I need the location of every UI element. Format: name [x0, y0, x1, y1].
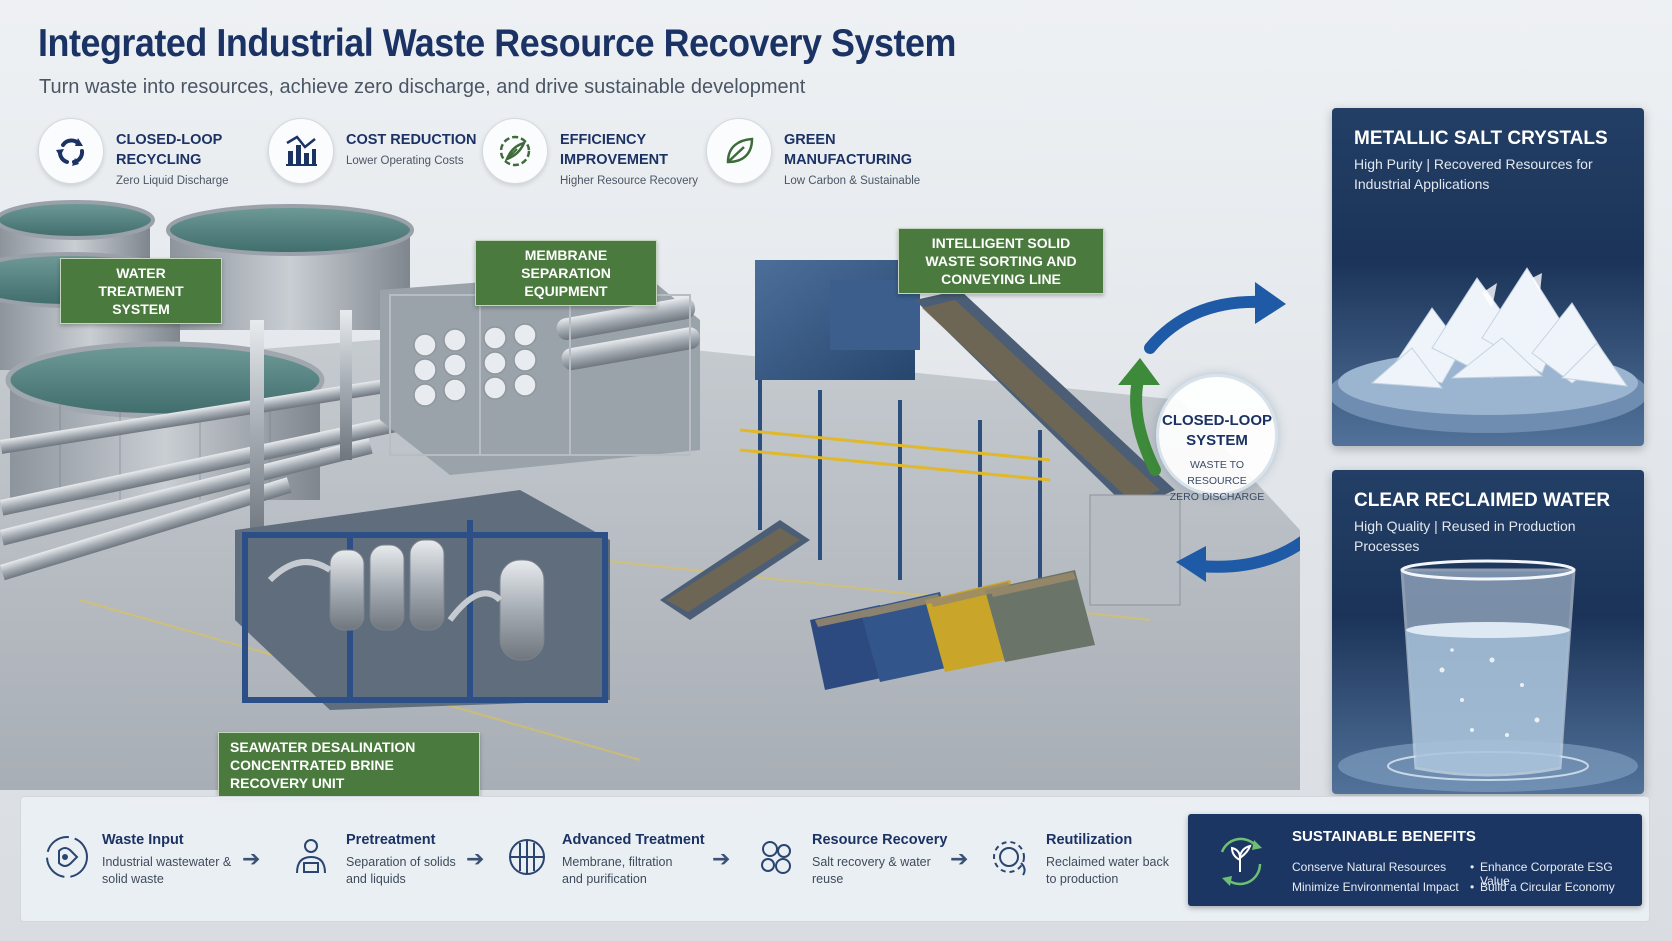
feature-green-manufacturing: GREEN MANUFACTURING Low Carbon & Sustain… — [706, 118, 934, 190]
feature-efficiency: EFFICIENCY IMPROVEMENT Higher Resource R… — [482, 118, 710, 190]
feature-cost-reduction: COST REDUCTION Lower Operating Costs — [268, 118, 496, 190]
tag-solid-waste-sorting: INTELLIGENT SOLID WASTE SORTING AND CONV… — [898, 228, 1104, 294]
salt-card-title: METALLIC SALT CRYSTALS — [1354, 128, 1608, 149]
industrial-plant-illustration — [0, 200, 1300, 790]
feature-subtitle: Lower Operating Costs — [346, 155, 464, 167]
feature-title: COST REDUCTION — [346, 132, 477, 148]
arrow-right-icon: ➔ — [466, 846, 485, 871]
benefit-item: Minimize Environmental Impact — [1292, 880, 1459, 894]
cost-chart-icon — [268, 118, 334, 184]
benefit-item-bullet: • — [1470, 880, 1475, 894]
filter-icon — [502, 832, 552, 882]
salt-card-subtitle: High Purity | Recovered Resources for In… — [1354, 156, 1593, 192]
closed-loop-badge: CLOSED-LOOP SYSTEM WASTE TO RESOURCE ZER… — [1156, 374, 1278, 503]
closed-loop-sub-1: WASTE TO RESOURCE — [1187, 459, 1247, 487]
water-card-subtitle: High Quality | Reused in Production Proc… — [1354, 518, 1576, 554]
tag-water-treatment: WATER TREATMENT SYSTEM — [60, 258, 222, 324]
step-reutilization: Reutilization Reclaimed water back to pr… — [986, 832, 1176, 888]
salt-crystals-image — [1332, 267, 1644, 433]
step-title: Resource Recovery — [812, 832, 948, 848]
waste-input-icon — [42, 832, 92, 882]
page-title: Integrated Industrial Waste Resource Rec… — [38, 22, 956, 65]
sustainability-cycle-icon — [1220, 837, 1262, 886]
step-resource-recovery: Resource Recovery Salt recovery & water … — [752, 832, 947, 888]
step-title: Reutilization — [1046, 832, 1133, 848]
tag-membrane-separation: MEMBRANE SEPARATION EQUIPMENT — [475, 240, 657, 306]
leaf-icon — [706, 118, 772, 184]
closed-loop-title: CLOSED-LOOP SYSTEM — [1161, 412, 1272, 449]
benefit-item: Enhance Corporate ESG Value — [1480, 860, 1613, 888]
feature-title: GREEN MANUFACTURING — [784, 132, 913, 168]
step-pretreatment: Pretreatment Separation of solids and li… — [286, 832, 476, 888]
benefits-title: SUSTAINABLE BENEFITS — [1292, 828, 1476, 845]
recycle-icon — [38, 118, 104, 184]
card-metallic-salt: METALLIC SALT CRYSTALS High Purity | Rec… — [1332, 108, 1644, 446]
water-glass-image — [1338, 559, 1638, 792]
step-subtitle: Salt recovery & water reuse — [812, 855, 931, 886]
tag-seawater-desalination: SEAWATER DESALINATION CONCENTRATED BRINE… — [218, 732, 480, 798]
water-card-title: CLEAR RECLAIMED WATER — [1354, 490, 1611, 511]
reutilization-icon — [986, 832, 1036, 882]
step-title: Pretreatment — [346, 832, 436, 848]
benefit-item: Conserve Natural Resources — [1292, 860, 1447, 874]
pretreatment-icon — [286, 832, 336, 882]
feature-subtitle: Higher Resource Recovery — [560, 175, 699, 187]
sustainable-benefits-panel: SUSTAINABLE BENEFITS Conserve Natural Re… — [1188, 814, 1642, 906]
step-waste-input: Waste Input Industrial wastewater & soli… — [42, 832, 232, 888]
efficiency-icon — [482, 118, 548, 184]
feature-subtitle: Zero Liquid Discharge — [116, 175, 229, 187]
benefit-item-bullet: • — [1470, 860, 1475, 874]
feature-title: CLOSED-LOOP RECYCLING — [116, 132, 223, 168]
step-title: Advanced Treatment — [562, 832, 705, 848]
benefit-item: Build a Circular Economy — [1480, 880, 1615, 894]
card-reclaimed-water: CLEAR RECLAIMED WATER High Quality | Reu… — [1332, 470, 1644, 794]
arrow-right-icon: ➔ — [950, 846, 969, 871]
resource-recovery-icon — [752, 832, 802, 882]
step-subtitle: Reclaimed water back to production — [1046, 855, 1169, 886]
feature-subtitle: Low Carbon & Sustainable — [784, 175, 921, 187]
feature-title: EFFICIENCY IMPROVEMENT — [560, 132, 668, 168]
step-advanced-treatment: Advanced Treatment Membrane, filtration … — [502, 832, 705, 888]
arrow-right-icon: ➔ — [242, 846, 261, 871]
step-subtitle: Industrial wastewater & solid waste — [102, 855, 232, 886]
step-title: Waste Input — [102, 832, 184, 848]
step-subtitle: Separation of solids and liquids — [346, 855, 456, 886]
page-subtitle: Turn waste into resources, achieve zero … — [39, 76, 806, 98]
arrow-right-icon: ➔ — [712, 846, 731, 871]
closed-loop-arrows — [1118, 282, 1300, 582]
step-subtitle: Membrane, filtration and purification — [562, 855, 673, 886]
closed-loop-sub-2: ZERO DISCHARGE — [1169, 491, 1265, 503]
feature-closed-loop: CLOSED-LOOP RECYCLING Zero Liquid Discha… — [38, 118, 266, 190]
